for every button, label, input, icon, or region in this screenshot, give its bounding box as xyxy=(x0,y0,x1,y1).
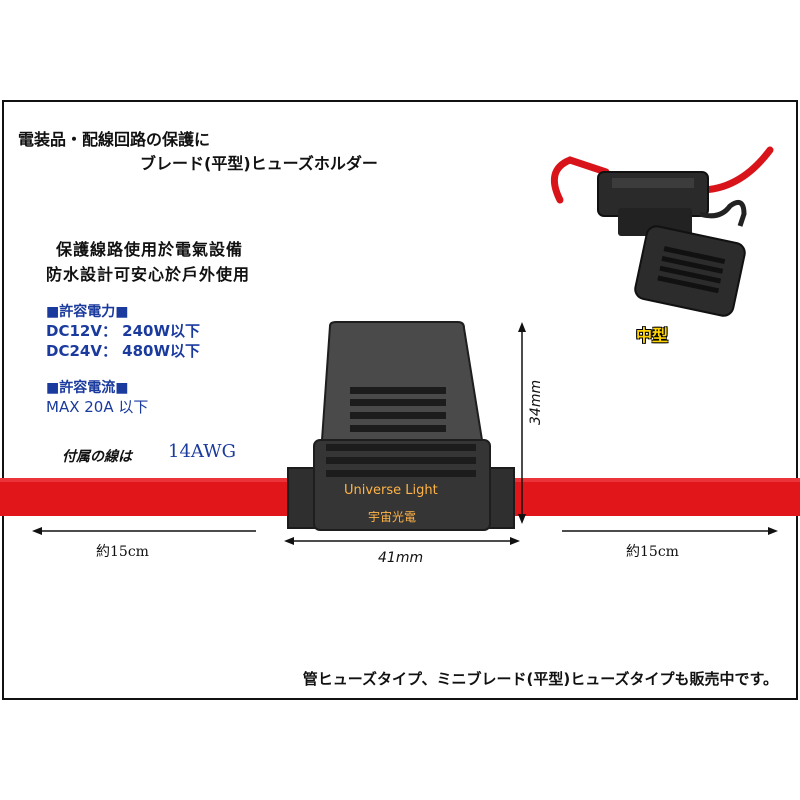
inset-photo xyxy=(550,146,774,317)
feature-waterproof: 防水設計可安心於戶外使用 xyxy=(46,265,251,284)
right-wire-length: 約15cm xyxy=(626,544,679,560)
current-max: MAX 20A 以下 xyxy=(46,398,149,416)
wire-gauge: 14AWG xyxy=(168,441,237,462)
dimension-height: 34mm xyxy=(528,379,544,425)
current-header: ■許容電流■ xyxy=(46,380,129,396)
inset-size-label: 中型 xyxy=(636,326,669,345)
watermark-zh: 宇宙光電 xyxy=(368,510,417,524)
power-dc24: DC24V： 480W以下 xyxy=(46,342,201,360)
footer-note: 管ヒューズタイプ、ミニブレード(平型)ヒューズタイプも販売中です。 xyxy=(302,670,778,688)
heading-line-2: ブレード(平型)ヒューズホルダー xyxy=(140,154,378,173)
left-wire-length: 約15cm xyxy=(96,544,149,560)
wire-label: 付属の線は xyxy=(62,449,132,465)
heading-line-1: 電装品・配線回路の保護に xyxy=(18,130,211,149)
watermark-en: Universe Light xyxy=(344,483,438,498)
power-dc12: DC12V： 240W以下 xyxy=(46,322,201,340)
holder-cap xyxy=(320,321,484,441)
power-header: ■許容電力■ xyxy=(46,304,129,320)
feature-protection: 保護線路使用於電氣設備 xyxy=(56,240,244,259)
dimension-width: 41mm xyxy=(378,550,424,566)
left-sleeve xyxy=(287,467,317,529)
